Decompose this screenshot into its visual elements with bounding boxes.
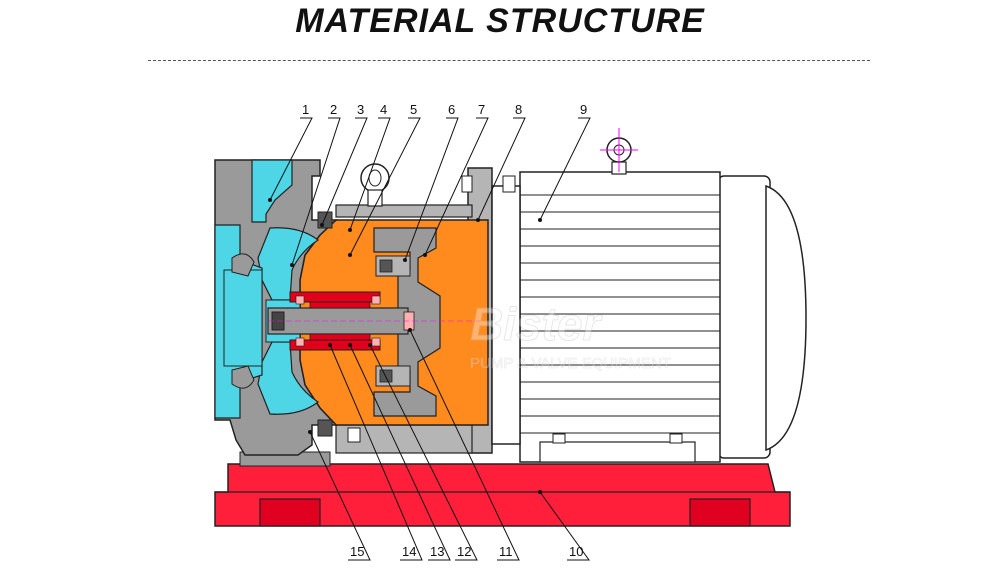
callout-6: 6 <box>448 102 455 117</box>
callout-14: 14 <box>402 544 416 559</box>
motor <box>519 128 807 463</box>
callout-dots-bottom <box>308 328 542 494</box>
callout-5: 5 <box>410 102 417 117</box>
callout-1: 1 <box>302 102 309 117</box>
watermark-brand: Bister <box>470 298 602 350</box>
brand-watermark: Bister PUMP & VALVE EQUIPMENT <box>470 298 672 373</box>
callout-13: 13 <box>430 544 444 559</box>
callout-9: 9 <box>580 102 587 117</box>
callout-7: 7 <box>478 102 485 117</box>
callout-4: 4 <box>380 102 387 117</box>
callout-8: 8 <box>515 102 522 117</box>
callout-10: 10 <box>569 544 583 559</box>
watermark-subtitle: PUMP & VALVE EQUIPMENT <box>470 355 671 372</box>
shaft-assembly <box>267 291 480 351</box>
title-divider <box>148 60 870 61</box>
callout-12: 12 <box>457 544 471 559</box>
callout-leaders-bottom <box>309 329 590 561</box>
callout-2: 2 <box>330 102 337 117</box>
callout-11: 11 <box>499 544 513 559</box>
base-frame <box>214 451 791 527</box>
callout-leaders-top <box>269 117 591 266</box>
callout-15: 15 <box>350 544 364 559</box>
callout-3: 3 <box>357 102 364 117</box>
callout-dots-top <box>268 198 542 267</box>
page-title: MATERIAL STRUCTURE <box>295 2 705 40</box>
